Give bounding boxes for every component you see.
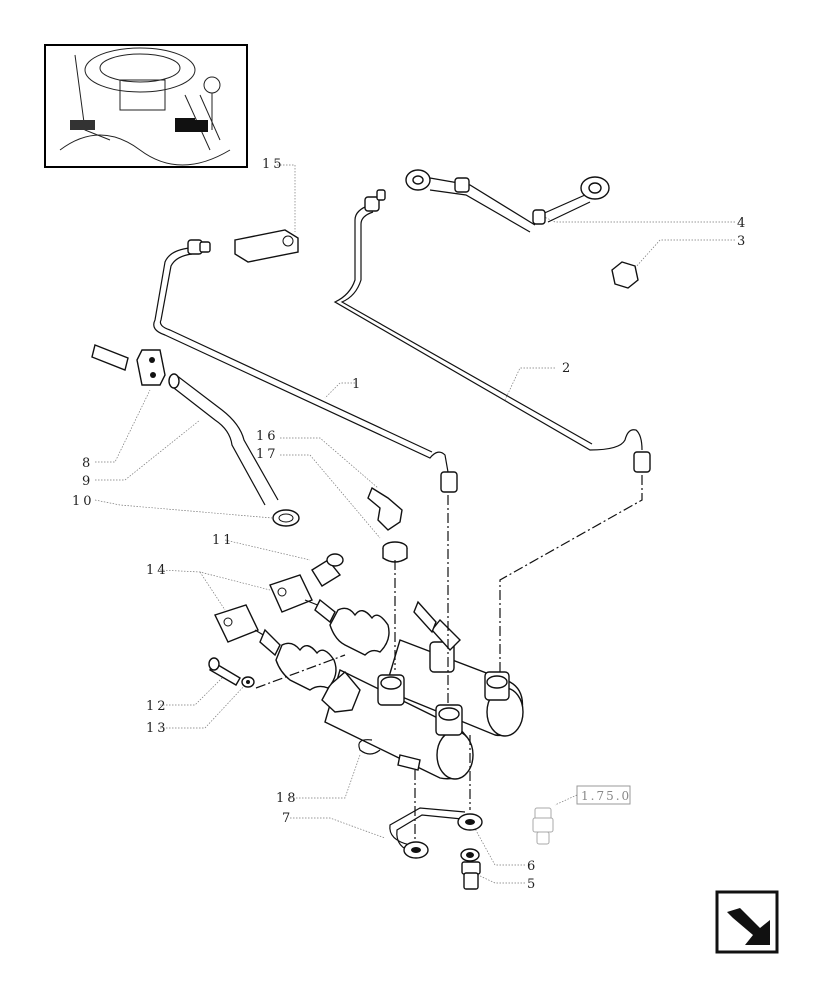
callout-14: 14 [146, 563, 169, 578]
callout-5: 5 [527, 877, 538, 892]
callout-15: 15 [262, 157, 285, 172]
part-3-nut [611, 261, 639, 289]
part-9-hose [168, 373, 279, 506]
callout-12: 12 [146, 699, 169, 714]
callout-18: 18 [276, 791, 299, 806]
callout-7: 7 [282, 811, 293, 826]
part-11-pin [311, 553, 344, 587]
master-cylinder-front [321, 669, 474, 780]
callout-labels: 1 2 3 4 5 6 7 8 9 10 11 12 13 14 15 16 1… [72, 157, 748, 892]
callout-4: 4 [737, 216, 748, 231]
location-thumbnail [44, 44, 248, 168]
assembly-lines [255, 475, 643, 840]
pipe-2 [333, 189, 651, 473]
callout-17: 17 [256, 447, 279, 462]
part-10-clip [272, 509, 300, 527]
pushrod-upper [269, 574, 390, 656]
reference-sensor-ghost [532, 807, 554, 845]
callout-8: 8 [82, 456, 93, 471]
reference-box-1-75-0[interactable]: 1.75.0 [554, 785, 631, 806]
callout-16: 16 [256, 429, 279, 444]
part-8-pin-and-grommet [91, 344, 166, 386]
callout-9: 9 [82, 474, 93, 489]
next-page-arrow-icon[interactable] [715, 890, 779, 954]
callout-2: 2 [562, 361, 573, 376]
pipe-4 [405, 169, 610, 233]
part-16-elbow [367, 486, 403, 531]
pipe-1 [153, 239, 458, 493]
part-15-block [234, 229, 299, 263]
part-18-circlip [358, 739, 381, 755]
callout-3: 3 [737, 234, 748, 249]
leader-lines [94, 164, 735, 884]
callout-11: 11 [212, 533, 235, 548]
master-cylinder-rear [384, 600, 524, 737]
callout-6: 6 [527, 859, 538, 874]
part-5-banjo-bolt [461, 861, 481, 890]
callout-10: 10 [72, 494, 95, 509]
part-12-screw [208, 657, 241, 686]
pushrod-lower [214, 604, 337, 691]
callout-13: 13 [146, 721, 169, 736]
svg-text:1.75.0: 1.75.0 [581, 789, 631, 803]
callout-1: 1 [352, 377, 363, 392]
part-13-washer [241, 676, 255, 688]
part-7-connecting-pipe [389, 807, 483, 859]
part-17-seal [382, 541, 408, 563]
part-6-washer [460, 848, 480, 862]
